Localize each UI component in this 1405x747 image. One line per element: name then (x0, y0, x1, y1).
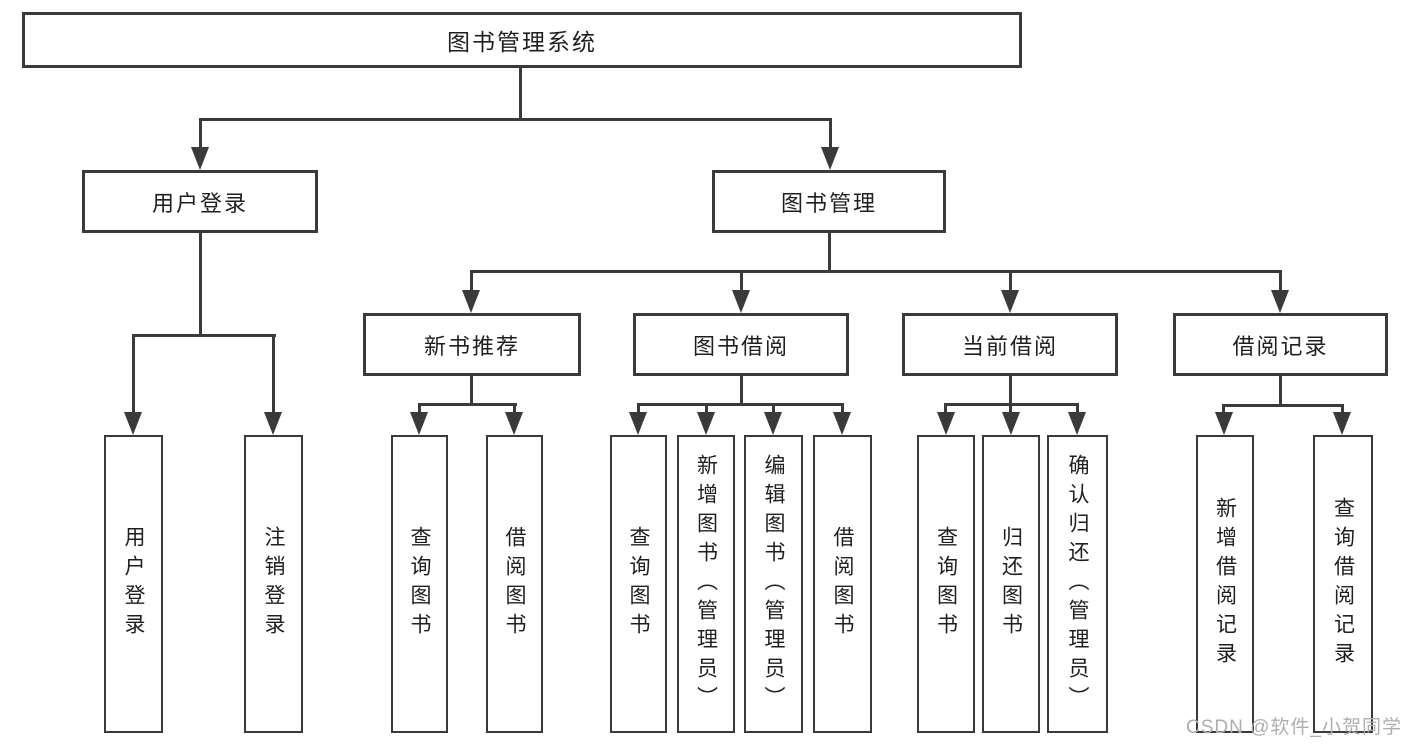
edge-root-arrowhead2 (821, 147, 839, 170)
node-borrow-records: 借阅记录 (1173, 313, 1388, 376)
leaf-label: 编辑图书（管理员） (762, 453, 785, 715)
node-leaf-borrow-books-recommend: 借阅图书 (486, 435, 543, 733)
edge-login-hline (132, 334, 276, 337)
node-book-management-label: 图书管理 (780, 190, 877, 216)
edge-current-arrowhead3 (1068, 412, 1086, 435)
leaf-label: 查询图书 (408, 526, 431, 642)
node-leaf-query-borrow-record: 查询借阅记录 (1313, 435, 1373, 733)
edge-current-arrow2-shaft (1009, 405, 1012, 414)
node-leaf-query-books-current: 查询图书 (917, 435, 975, 733)
node-user-login-label: 用户登录 (151, 190, 248, 216)
node-root-label: 图书管理系统 (447, 29, 597, 55)
leaf-label: 借阅图书 (503, 526, 526, 642)
edge-recommend-arrowhead2 (505, 412, 523, 435)
node-current-borrow: 当前借阅 (902, 313, 1118, 376)
node-leaf-confirm-return-admin: 确认归还（管理员） (1047, 435, 1108, 733)
edge-login-arrowhead1 (124, 412, 142, 435)
edge-current-vline (1009, 376, 1012, 405)
edge-borrow-vline (740, 376, 743, 405)
edge-recommend-hline (418, 403, 517, 406)
node-root-system: 图书管理系统 (22, 12, 1022, 68)
leaf-label: 查询图书 (934, 526, 958, 642)
edge-borrow-arrowhead4 (833, 412, 851, 435)
edge-root-arrow2-shaft (829, 120, 832, 149)
edge-mgmt-arrowhead1 (462, 290, 480, 313)
edge-mgmt-arrow1-shaft (470, 272, 473, 292)
node-book-borrow-label: 图书借阅 (692, 333, 789, 359)
edge-borrow-arrowhead1 (629, 412, 647, 435)
edge-records-arrowhead2 (1333, 412, 1351, 435)
edge-login-arrow1-shaft (132, 336, 135, 414)
edge-current-arrowhead1 (937, 412, 955, 435)
edge-records-arrow2-shaft (1341, 406, 1344, 414)
node-leaf-user-login: 用户登录 (104, 435, 163, 733)
edge-records-vline (1279, 376, 1282, 406)
node-leaf-borrow-books: 借阅图书 (813, 435, 872, 733)
edge-borrow-arrow2-shaft (705, 405, 708, 414)
leaf-label: 归还图书 (999, 526, 1023, 642)
edge-recommend-arrow1-shaft (418, 405, 421, 414)
edge-records-hline (1222, 404, 1344, 407)
node-current-borrow-label: 当前借阅 (961, 333, 1058, 359)
node-leaf-add-books-admin: 新增图书（管理员） (677, 435, 735, 733)
node-leaf-query-books-borrow: 查询图书 (610, 435, 667, 733)
node-leaf-return-books: 归还图书 (982, 435, 1040, 733)
node-borrow-records-label: 借阅记录 (1232, 333, 1329, 359)
edge-root-arrow1-shaft (199, 120, 202, 149)
edge-borrow-arrow1-shaft (637, 405, 640, 414)
edge-mgmt-arrowhead2 (732, 290, 750, 313)
edge-borrow-arrowhead3 (764, 412, 782, 435)
leaf-label: 新增借阅记录 (1213, 497, 1237, 671)
node-leaf-logout: 注销登录 (244, 435, 303, 733)
watermark: CSDN @软件_小贺同学 (1186, 717, 1402, 738)
leaf-label: 用户登录 (122, 526, 145, 642)
edge-records-arrowhead1 (1215, 412, 1233, 435)
edge-borrow-arrow4-shaft (841, 405, 844, 414)
edge-borrow-hline (637, 403, 844, 406)
node-leaf-query-books-recommend: 查询图书 (391, 435, 448, 733)
edge-root-vline (519, 68, 522, 120)
leaf-label: 查询图书 (627, 526, 650, 642)
edge-mgmt-arrowhead4 (1271, 290, 1289, 313)
leaf-label: 新增图书（管理员） (694, 453, 718, 715)
node-leaf-add-borrow-record: 新增借阅记录 (1196, 435, 1254, 733)
edge-current-hline (944, 403, 1079, 406)
edge-borrow-arrow3-shaft (772, 405, 775, 414)
edge-mgmt-arrow2-shaft (740, 272, 743, 292)
edge-current-arrow3-shaft (1076, 405, 1079, 414)
edge-login-arrowhead2 (264, 412, 282, 435)
edge-root-hline (199, 118, 832, 121)
edge-recommend-arrow2-shaft (513, 405, 516, 414)
edge-recommend-vline (470, 376, 473, 405)
edge-login-arrow2-shaft (272, 336, 275, 414)
node-new-book-recommend-label: 新书推荐 (423, 333, 520, 359)
node-book-borrow: 图书借阅 (633, 313, 849, 376)
edge-records-arrow1-shaft (1222, 406, 1225, 414)
edge-current-arrowhead2 (1002, 412, 1020, 435)
leaf-label: 借阅图书 (831, 526, 854, 642)
edge-borrow-arrowhead2 (697, 412, 715, 435)
edge-mgmt-arrow4-shaft (1279, 272, 1282, 292)
leaf-label: 注销登录 (262, 526, 285, 642)
edge-root-arrowhead1 (191, 147, 209, 170)
edge-mgmt-arrow3-shaft (1009, 272, 1012, 292)
leaf-label: 确认归还（管理员） (1066, 453, 1089, 715)
node-new-book-recommend: 新书推荐 (363, 313, 581, 376)
edge-current-arrow1-shaft (944, 405, 947, 414)
node-book-management-module: 图书管理 (712, 170, 946, 233)
node-leaf-edit-books-admin: 编辑图书（管理员） (744, 435, 803, 733)
leaf-label: 查询借阅记录 (1331, 497, 1355, 671)
edge-mgmt-vline (828, 233, 831, 272)
node-user-login-module: 用户登录 (82, 170, 318, 233)
edge-login-vline (199, 233, 202, 336)
edge-mgmt-arrowhead3 (1001, 290, 1019, 313)
edge-mgmt-hline (470, 270, 1282, 273)
edge-recommend-arrowhead1 (410, 412, 428, 435)
